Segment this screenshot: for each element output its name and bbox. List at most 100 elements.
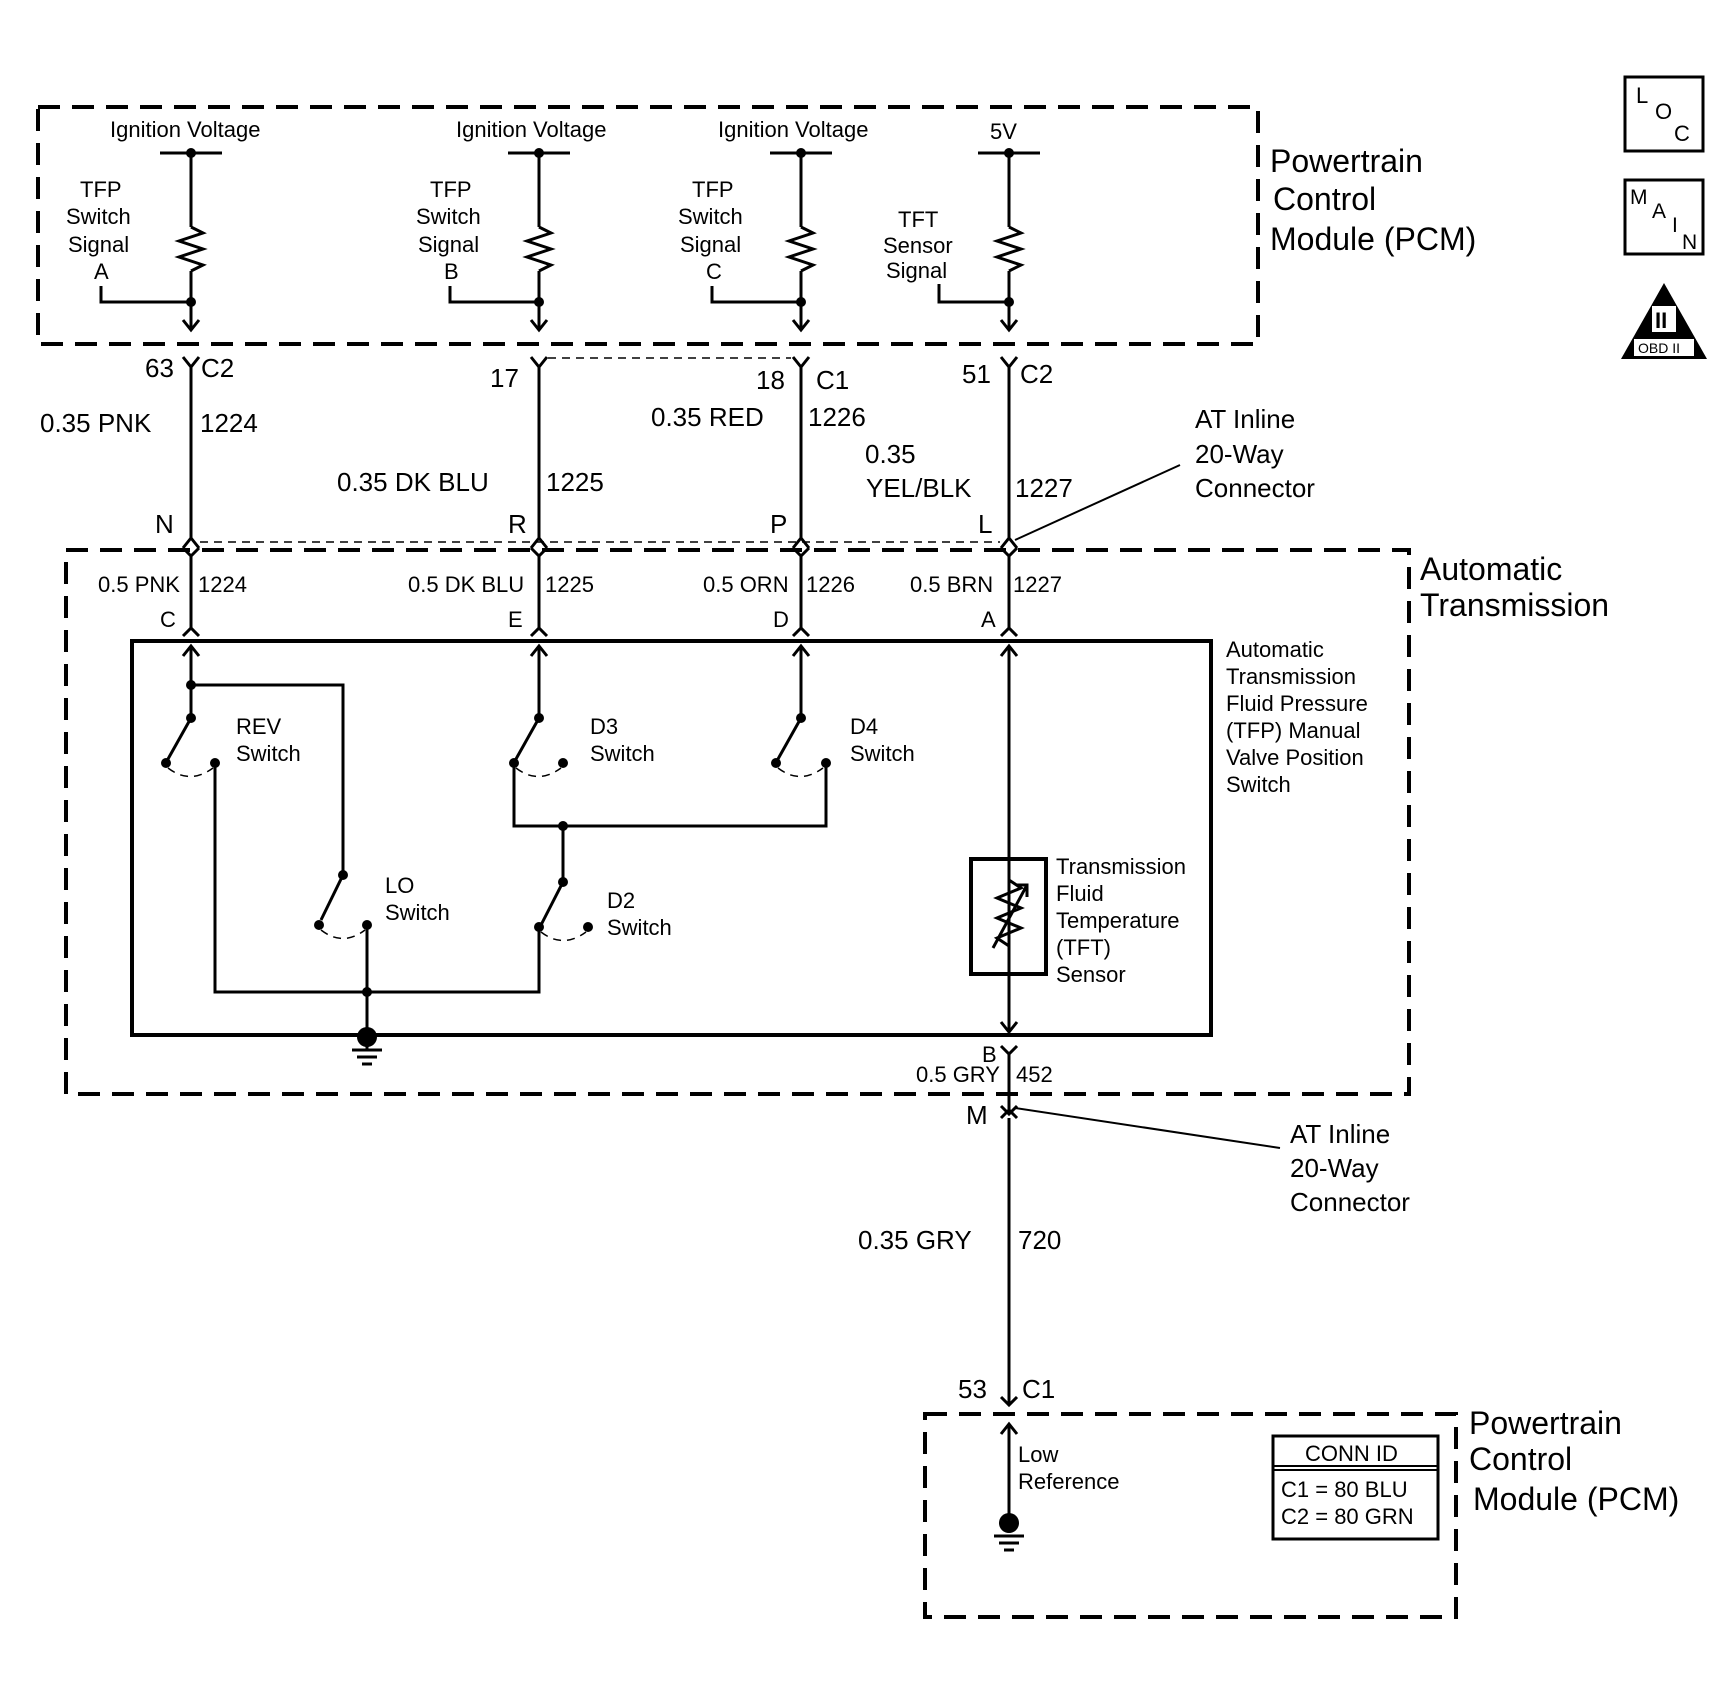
svg-text:N: N [1682, 231, 1697, 254]
svg-text:0.35 DK BLU: 0.35 DK BLU [337, 467, 489, 497]
svg-text:B: B [982, 1042, 997, 1067]
svg-text:C: C [1674, 121, 1690, 146]
svg-text:TFP: TFP [692, 177, 734, 202]
svg-text:720: 720 [1018, 1225, 1061, 1255]
switch-contact-icon [539, 881, 565, 926]
svg-text:C1: C1 [816, 365, 849, 395]
svg-text:R: R [508, 509, 527, 539]
pcm-top-title: Powertrain Control Module (PCM) [1270, 143, 1476, 257]
svg-text:0.5 PNK: 0.5 PNK [98, 572, 180, 597]
svg-text:Temperature: Temperature [1056, 908, 1180, 933]
svg-text:(TFT): (TFT) [1056, 935, 1111, 960]
svg-text:0.35: 0.35 [865, 439, 916, 469]
svg-text:1227: 1227 [1013, 572, 1062, 597]
svg-text:0.5 GRY: 0.5 GRY [916, 1062, 1000, 1087]
svg-text:O: O [1655, 99, 1672, 124]
svg-text:Switch: Switch [1226, 772, 1291, 797]
svg-text:A: A [981, 607, 996, 632]
svg-text:M: M [966, 1100, 988, 1130]
svg-text:Ignition Voltage: Ignition Voltage [718, 117, 868, 142]
svg-text:0.35 RED: 0.35 RED [651, 402, 764, 432]
svg-text:1224: 1224 [198, 572, 247, 597]
svg-text:1226: 1226 [806, 572, 855, 597]
svg-text:Fluid: Fluid [1056, 881, 1104, 906]
tfp-switch-label: Automatic Transmission Fluid Pressure (T… [1226, 637, 1368, 797]
svg-text:17: 17 [490, 363, 519, 393]
transmission-boundary [64, 548, 1411, 1096]
svg-text:Switch: Switch [416, 204, 481, 229]
pull-up-resistor-icon [174, 225, 208, 273]
loc-icon: L O C [1623, 75, 1705, 153]
svg-text:TFP: TFP [430, 177, 472, 202]
svg-text:Control: Control [1273, 181, 1376, 217]
svg-text:Fluid Pressure: Fluid Pressure [1226, 691, 1368, 716]
svg-text:Module (PCM): Module (PCM) [1270, 221, 1476, 257]
svg-text:D4: D4 [850, 714, 878, 739]
switch-contact-icon [319, 874, 345, 921]
tft-sensor: Transmission Fluid Temperature (TFT) Sen… [969, 646, 1186, 1035]
rev-switch: REV Switch [161, 680, 541, 994]
obd-ii-icon: II OBD II [1621, 283, 1707, 359]
svg-text:0.35 GRY: 0.35 GRY [858, 1225, 972, 1255]
svg-text:N: N [155, 509, 174, 539]
svg-text:Automatic: Automatic [1420, 551, 1562, 587]
pcm-connector-pins: 63 C2 17 18 C1 51 C2 [145, 353, 1053, 395]
svg-text:1225: 1225 [545, 572, 594, 597]
svg-text:Transmission: Transmission [1420, 587, 1609, 623]
svg-text:1226: 1226 [808, 402, 866, 432]
pull-up-resistor-icon [522, 225, 556, 273]
ground-icon [352, 1027, 382, 1066]
conn-id-table: CONN ID C1 = 80 BLU C2 = 80 GRN [1271, 1434, 1440, 1541]
svg-text:Transmission: Transmission [1226, 664, 1356, 689]
svg-text:A: A [1652, 200, 1666, 223]
svg-text:A: A [94, 259, 109, 284]
lower-harness-wire: 0.35 GRY 720 [858, 1118, 1061, 1405]
svg-text:Switch: Switch [66, 204, 131, 229]
pcm-bottom-title: Powertrain Control Module (PCM) [1469, 1405, 1679, 1517]
svg-text:M: M [1630, 186, 1648, 209]
svg-text:C2: C2 [1020, 359, 1053, 389]
svg-text:Transmission: Transmission [1056, 854, 1186, 879]
svg-text:Automatic: Automatic [1226, 637, 1324, 662]
svg-text:II: II [1655, 308, 1667, 333]
main-icon: M A I N [1623, 178, 1705, 256]
pcm-circuit-b: Ignition Voltage TFP Switch Signal B [416, 117, 606, 333]
svg-text:Powertrain: Powertrain [1270, 143, 1423, 179]
svg-text:53: 53 [958, 1374, 987, 1404]
svg-text:0.5 DK BLU: 0.5 DK BLU [408, 572, 524, 597]
svg-text:Ignition Voltage: Ignition Voltage [110, 117, 260, 142]
svg-text:Signal: Signal [68, 232, 129, 257]
pull-up-resistor-icon [992, 225, 1026, 273]
svg-text:Valve Position: Valve Position [1226, 745, 1364, 770]
svg-text:I: I [1672, 214, 1678, 237]
svg-text:LO: LO [385, 873, 414, 898]
upper-harness-wires: 0.35 PNK 1224 0.35 DK BLU 1225 0.35 RED … [40, 367, 1073, 540]
svg-text:C: C [160, 607, 176, 632]
svg-text:B: B [444, 259, 459, 284]
svg-text:C1 = 80 BLU: C1 = 80 BLU [1281, 1477, 1408, 1502]
svg-text:C2: C2 [201, 353, 234, 383]
svg-text:Module (PCM): Module (PCM) [1473, 1481, 1679, 1517]
low-reference-circuit: Low Reference [994, 1421, 1120, 1552]
inner-arrows [181, 643, 1019, 718]
svg-text:Switch: Switch [236, 741, 301, 766]
inline-connector-lower: M AT Inline 20-Way Connector [966, 1100, 1410, 1217]
svg-text:20-Way: 20-Way [1290, 1153, 1379, 1183]
svg-text:D: D [773, 607, 789, 632]
d2-switch: D2 Switch [534, 821, 672, 942]
svg-text:0.5 ORN: 0.5 ORN [703, 572, 789, 597]
pcm-circuit-c: Ignition Voltage TFP Switch Signal C [678, 117, 868, 333]
switch-contact-icon [776, 717, 803, 760]
svg-text:Control: Control [1469, 1441, 1572, 1477]
pcm-circuit-tft: 5V TFT Sensor Signal [883, 119, 1040, 333]
svg-text:1225: 1225 [546, 467, 604, 497]
transmission-title: Automatic Transmission [1420, 551, 1609, 623]
svg-text:Switch: Switch [590, 741, 655, 766]
svg-text:63: 63 [145, 353, 174, 383]
switch-contact-icon [514, 717, 541, 760]
pcm-top-boundary [36, 105, 1260, 346]
svg-text:Switch: Switch [607, 915, 672, 940]
svg-text:5V: 5V [990, 119, 1017, 144]
lo-switch: LO Switch [314, 870, 450, 1037]
svg-text:Signal: Signal [418, 232, 479, 257]
